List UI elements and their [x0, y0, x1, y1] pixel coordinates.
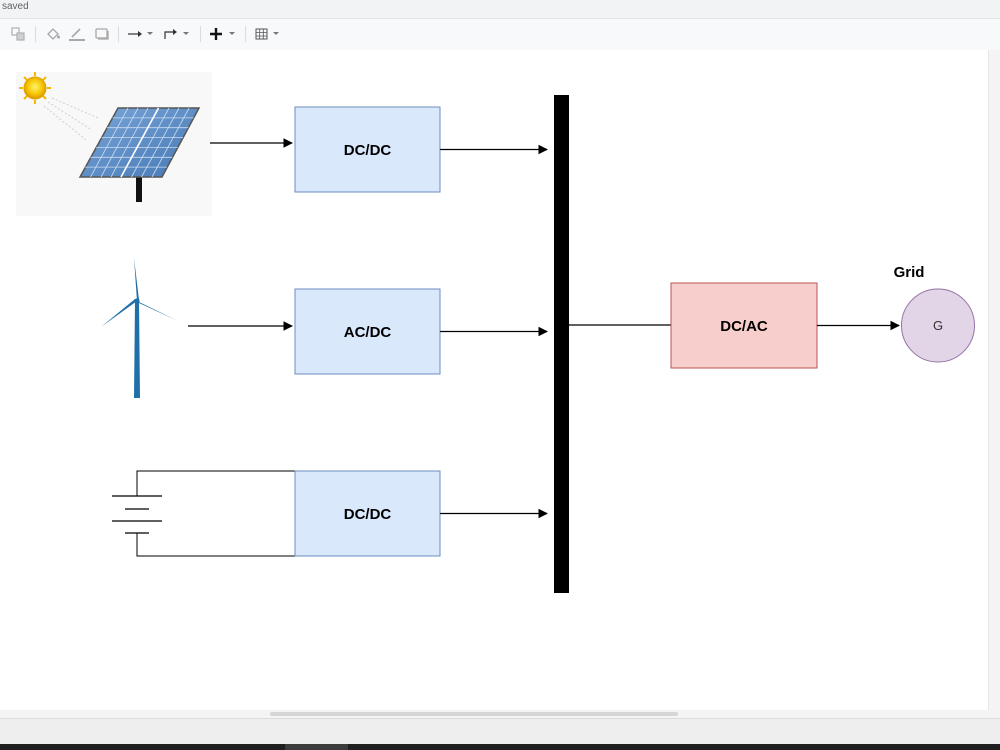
wind-turbine-icon[interactable]	[101, 258, 178, 398]
save-status: saved	[2, 1, 29, 12]
inverter-box	[670, 282, 818, 369]
grid-symbol: G	[933, 318, 943, 333]
status-bar: saved	[0, 0, 1000, 18]
battery-wire-bottom	[136, 533, 295, 557]
vertical-scrollbar[interactable]	[988, 50, 1000, 710]
toolbar-separator	[118, 26, 119, 42]
panel-divider	[120, 107, 160, 178]
inverter-label: DC/AC	[720, 318, 768, 335]
table-icon[interactable]	[253, 24, 283, 44]
connection-icon[interactable]	[126, 24, 156, 44]
diagram-svg: DC/DC AC/DC DC/DC DC/AC Grid G	[16, 72, 975, 593]
sun-icon	[19, 72, 51, 104]
converter-acdc-wind[interactable]: AC/DC	[294, 288, 441, 375]
converter-box	[294, 106, 441, 193]
converter-label: AC/DC	[344, 324, 392, 341]
horizontal-scroll-thumb[interactable]	[270, 712, 678, 716]
dc-bus-bar[interactable]	[554, 95, 569, 593]
taskbar-active-item[interactable]	[285, 744, 348, 750]
battery-wire-top	[136, 470, 295, 496]
grid-node[interactable]: G	[901, 288, 975, 363]
panel-post	[136, 176, 142, 202]
toolbar-separator	[35, 26, 36, 42]
grid-circle	[901, 288, 975, 363]
turbine-hub	[134, 298, 140, 304]
turbine-blade	[134, 258, 139, 301]
converter-label: DC/DC	[344, 506, 392, 523]
toolbar	[0, 18, 1000, 51]
diagram-canvas[interactable]: DC/DC AC/DC DC/DC DC/AC Grid G	[0, 50, 988, 710]
converter-dcdc-solar[interactable]: DC/DC	[294, 106, 441, 193]
waypoints-icon[interactable]	[162, 24, 192, 44]
shadow-icon[interactable]	[92, 24, 112, 44]
turbine-tower	[134, 302, 140, 398]
line-color-icon[interactable]	[67, 24, 87, 44]
fill-color-icon[interactable]	[43, 24, 63, 44]
converter-box	[294, 470, 441, 557]
inverter-dcac[interactable]: DC/AC	[670, 282, 818, 369]
solar-panel-icon[interactable]	[16, 72, 212, 216]
toolbar-separator	[245, 26, 246, 42]
turbine-blade	[101, 299, 137, 327]
converter-dcdc-battery[interactable]: DC/DC	[294, 470, 441, 557]
sun-rays	[43, 97, 99, 141]
toolbar-separator	[200, 26, 201, 42]
battery-icon[interactable]	[112, 470, 295, 557]
page-tabs-bar	[0, 718, 1000, 745]
os-taskbar	[0, 744, 1000, 750]
horizontal-scrollbar[interactable]	[0, 710, 1000, 718]
converter-label: DC/DC	[344, 142, 392, 159]
turbine-blade	[137, 301, 178, 321]
to-front-icon[interactable]	[8, 24, 28, 44]
grid-title: Grid	[894, 264, 925, 281]
insert-icon[interactable]	[208, 24, 238, 44]
